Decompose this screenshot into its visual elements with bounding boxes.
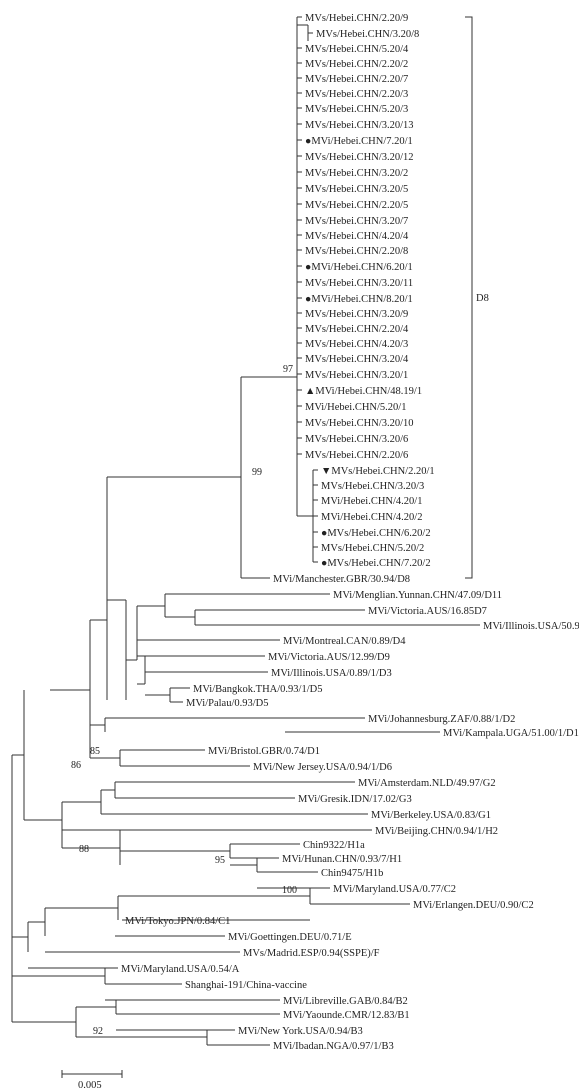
taxon-label: MVs/Madrid.ESP/0.94(SSPE)/F xyxy=(243,948,380,959)
taxon-label: Chin9475/H1b xyxy=(321,868,383,879)
taxon-label: MVs/Hebei.CHN/2.20/5 xyxy=(305,200,408,211)
taxon-label: MVi/Amsterdam.NLD/49.97/G2 xyxy=(358,778,496,789)
scale-bar: 0.005 xyxy=(61,1070,123,1091)
taxon-label: MVs/Hebei.CHN/3.20/10 xyxy=(305,418,414,429)
taxon-label: MVs/Hebei.CHN/5.20/4 xyxy=(305,44,409,55)
taxon-label: MVs/Hebei.CHN/3.20/2 xyxy=(305,168,408,179)
taxon-label: MVs/Hebei.CHN/2.20/4 xyxy=(305,324,409,335)
taxon-label: MVi/Victoria.AUS/12.99/D9 xyxy=(268,652,390,663)
taxon-label: MVs/Hebei.CHN/3.20/5 xyxy=(305,184,408,195)
taxon-label: MVi/Erlangen.DEU/0.90/C2 xyxy=(413,900,534,911)
taxon-labels: MVs/Hebei.CHN/2.20/9MVs/Hebei.CHN/3.20/8… xyxy=(121,13,579,1052)
taxon-label: ●MVs/Hebei.CHN/7.20/2 xyxy=(321,558,431,569)
taxon-label: MVi/Manchester.GBR/30.94/D8 xyxy=(273,574,410,585)
taxon-label: MVi/New York.USA/0.94/B3 xyxy=(238,1026,363,1037)
bootstrap-value: 86 xyxy=(71,760,81,771)
taxon-label: MVi/Maryland.USA/0.77/C2 xyxy=(333,884,456,895)
taxon-label: MVi/Tokyo.JPN/0.84/C1 xyxy=(125,916,230,927)
taxon-label: MVi/Bangkok.THA/0.93/1/D5 xyxy=(193,684,322,695)
scale-label: 0.005 xyxy=(78,1080,102,1091)
bootstrap-value: 88 xyxy=(79,844,89,855)
bootstrap-value: 85 xyxy=(90,746,100,757)
taxon-label: MVs/Hebei.CHN/3.20/8 xyxy=(316,29,419,40)
bootstrap-value: 92 xyxy=(93,1026,103,1037)
taxon-label: MVs/Hebei.CHN/3.20/9 xyxy=(305,309,408,320)
taxon-label: ▼MVs/Hebei.CHN/2.20/1 xyxy=(321,466,435,477)
taxon-label: MVi/Menglian.Yunnan.CHN/47.09/D11 xyxy=(333,590,502,601)
taxon-label: MVi/Victoria.AUS/16.85D7 xyxy=(368,606,487,617)
taxon-label: MVs/Hebei.CHN/3.20/12 xyxy=(305,152,414,163)
taxon-label: MVi/Palau/0.93/D5 xyxy=(186,698,269,709)
taxon-label: ▲MVi/Hebei.CHN/48.19/1 xyxy=(305,386,422,397)
taxon-label: Shanghai-191/China-vaccine xyxy=(185,980,307,991)
taxon-label: MVi/Libreville.GAB/0.84/B2 xyxy=(283,996,408,1007)
taxon-label: MVi/Hebei.CHN/4.20/2 xyxy=(321,512,422,523)
bootstrap-value: 95 xyxy=(215,855,225,866)
taxon-label: MVs/Hebei.CHN/3.20/4 xyxy=(305,354,409,365)
taxon-label: ●MVi/Hebei.CHN/8.20/1 xyxy=(305,294,413,305)
taxon-label: MVs/Hebei.CHN/2.20/6 xyxy=(305,450,408,461)
taxon-label: MVi/Maryland.USA/0.54/A xyxy=(121,964,240,975)
taxon-label: MVs/Hebei.CHN/2.20/9 xyxy=(305,13,408,24)
taxon-label: MVi/Hunan.CHN/0.93/7/H1 xyxy=(282,854,402,865)
taxon-label: MVs/Hebei.CHN/3.20/1 xyxy=(305,370,408,381)
taxon-label: MVs/Hebei.CHN/5.20/3 xyxy=(305,104,408,115)
taxon-label: MVi/Berkeley.USA/0.83/G1 xyxy=(371,810,491,821)
taxon-label: MVi/Hebei.CHN/4.20/1 xyxy=(321,496,422,507)
taxon-label: MVi/Ibadan.NGA/0.97/1/B3 xyxy=(273,1041,394,1052)
taxon-label: ●MVi/Hebei.CHN/6.20/1 xyxy=(305,262,413,273)
taxon-label: MVi/Gresik.IDN/17.02/G3 xyxy=(298,794,412,805)
taxon-label: MVi/New Jersey.USA/0.94/1/D6 xyxy=(253,762,392,773)
taxon-label: ●MVs/Hebei.CHN/6.20/2 xyxy=(321,528,431,539)
taxon-label: Chin9322/H1a xyxy=(303,840,365,851)
taxon-label: MVs/Hebei.CHN/3.20/11 xyxy=(305,278,413,289)
taxon-label: MVi/Montreal.CAN/0.89/D4 xyxy=(283,636,406,647)
taxon-label: MVs/Hebei.CHN/2.20/2 xyxy=(305,59,408,70)
bootstrap-value: 97 xyxy=(283,364,293,375)
taxon-label: MVi/Illinois.USA/0.89/1/D3 xyxy=(271,668,392,679)
clade-label: D8 xyxy=(476,293,489,304)
taxon-label: MVs/Hebei.CHN/5.20/2 xyxy=(321,543,424,554)
taxon-label: MVs/Hebei.CHN/2.20/3 xyxy=(305,89,408,100)
taxon-label: MVi/Hebei.CHN/5.20/1 xyxy=(305,402,406,413)
taxon-label: MVs/Hebei.CHN/3.20/7 xyxy=(305,216,408,227)
taxon-label: MVs/Hebei.CHN/4.20/4 xyxy=(305,231,409,242)
taxon-label: ●MVi/Hebei.CHN/7.20/1 xyxy=(305,136,413,147)
taxon-label: MVs/Hebei.CHN/4.20/3 xyxy=(305,339,408,350)
taxon-label: MVi/Yaounde.CMR/12.83/B1 xyxy=(283,1010,410,1021)
bootstrap-value: 100 xyxy=(282,885,297,896)
taxon-label: MVs/Hebei.CHN/3.20/3 xyxy=(321,481,424,492)
clade-bracket: D8 xyxy=(465,16,489,579)
taxon-label: MVs/Hebei.CHN/2.20/7 xyxy=(305,74,408,85)
bootstrap-value: 99 xyxy=(252,467,262,478)
taxon-label: MVi/Kampala.UGA/51.00/1/D10 xyxy=(443,728,579,739)
taxon-label: MVs/Hebei.CHN/3.20/13 xyxy=(305,120,414,131)
taxon-label: MVi/Goettingen.DEU/0.71/E xyxy=(228,932,352,943)
tree-branches xyxy=(11,16,480,1046)
taxon-label: MVi/Beijing.CHN/0.94/1/H2 xyxy=(375,826,498,837)
bootstrap-values: 97 99 85 86 88 95 100 92 xyxy=(71,364,297,1037)
taxon-label: MVi/Illinois.USA/50.99/D7 xyxy=(483,621,579,632)
taxon-label: MVs/Hebei.CHN/3.20/6 xyxy=(305,434,408,445)
taxon-label: MVs/Hebei.CHN/2.20/8 xyxy=(305,246,408,257)
taxon-label: MVi/Bristol.GBR/0.74/D1 xyxy=(208,746,320,757)
taxon-label: MVi/Johannesburg.ZAF/0.88/1/D2 xyxy=(368,714,515,725)
